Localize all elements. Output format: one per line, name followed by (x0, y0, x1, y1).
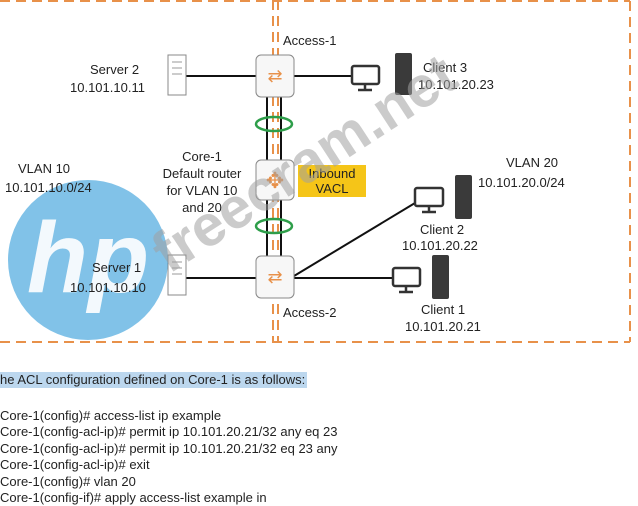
client-3-ip: 10.101.20.23 (418, 77, 494, 92)
core-1-router-icon: ✥ (255, 159, 295, 201)
server-2-icon (167, 54, 187, 96)
code-line: Core-1(config-acl-ip)# permit ip 10.101.… (0, 424, 338, 440)
server-1-name: Server 1 (92, 260, 142, 275)
links (186, 75, 416, 279)
lag-indicator-bottom (254, 217, 294, 235)
client-2-monitor-icon (413, 186, 445, 214)
svg-text:⇄: ⇄ (267, 66, 282, 86)
code-line: Core-1(config-acl-ip)# permit ip 10.101.… (0, 440, 338, 456)
client-3-name: Client 3 (423, 60, 468, 75)
vlan-20-name: VLAN 20 (506, 155, 559, 170)
vlan-10-name: VLAN 10 (18, 161, 71, 176)
svg-text:⇄: ⇄ (267, 267, 282, 287)
vacl-line-2: VACL (315, 181, 349, 196)
server-1-icon (167, 254, 187, 296)
vlan-10-subnet: 10.101.10.0/24 (5, 180, 92, 195)
client-2-name: Client 2 (420, 222, 465, 237)
code-line: Core-1(config-if)# apply access-list exa… (0, 490, 267, 506)
core-title: Core-1 (182, 149, 222, 164)
access-1-label: Access-1 (283, 33, 337, 48)
client-1-monitor-icon (391, 266, 422, 294)
core-desc-1: Default router (162, 166, 242, 181)
client-1-ip: 10.101.20.21 (405, 319, 481, 334)
client-2-tower-icon (455, 175, 472, 219)
core-desc-3: and 20 (182, 200, 222, 215)
server-1-ip: 10.101.10.10 (70, 280, 146, 295)
acl-intro-text: he ACL configuration defined on Core-1 i… (0, 372, 308, 388)
server-2-name: Server 2 (90, 62, 140, 77)
code-line: Core-1(config-acl-ip)# exit (0, 457, 150, 473)
core-1-label: Core-1 Default router for VLAN 10 and 20 (150, 148, 254, 216)
access-2-label: Access-2 (283, 305, 337, 320)
server-2-ip: 10.101.10.11 (70, 80, 145, 95)
client-1-tower-icon (432, 255, 449, 299)
code-line: Core-1(config)# vlan 20 (0, 473, 136, 489)
access-2-switch-icon: ⇄ (255, 255, 295, 299)
acl-config-code: Core-1(config)# access-list ip example C… (0, 408, 337, 506)
client-3-tower-icon (395, 53, 412, 95)
code-line: Core-1(config)# access-list ip example (0, 408, 222, 423)
client-3-monitor-icon (350, 64, 381, 92)
client-1-name: Client 1 (421, 302, 466, 317)
lag-indicator-top (254, 115, 294, 133)
client-2-ip: 10.101.20.22 (402, 238, 478, 253)
inbound-vacl-badge: Inbound VACL (298, 165, 366, 197)
svg-text:✥: ✥ (266, 168, 284, 193)
vlan-20-subnet: 10.101.20.0/24 (478, 175, 565, 190)
core-desc-2: for VLAN 10 (166, 183, 238, 198)
vacl-line-1: Inbound (308, 166, 356, 181)
access-1-switch-icon: ⇄ (255, 54, 295, 98)
